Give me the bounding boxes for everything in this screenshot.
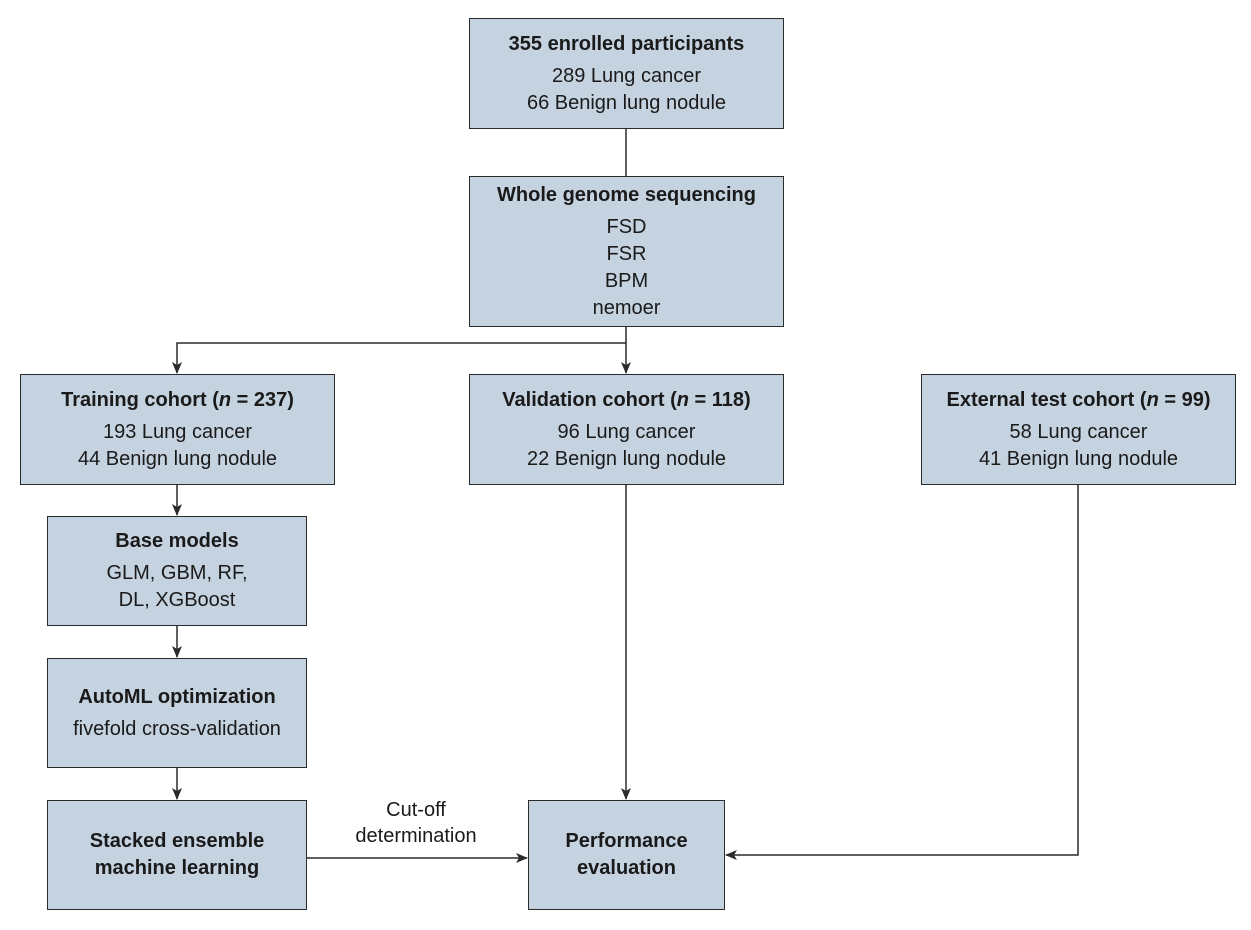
validation-benign-nodule: 22 Benign lung nodule (526, 447, 727, 470)
external-test-cohort-box: External test cohort (n = 99) 58 Lung ca… (921, 374, 1236, 485)
wgs-feature-fsd: FSD (606, 215, 647, 238)
validation-lung-cancer: 96 Lung cancer (557, 420, 696, 443)
external-title: External test cohort (n = 99) (947, 387, 1211, 414)
external-lung-cancer: 58 Lung cancer (1009, 420, 1148, 443)
validation-title: Validation cohort (n = 118) (502, 387, 750, 414)
external-title-prefix: External test cohort ( (946, 388, 1147, 411)
stacked-title-line-2: machine learning (94, 857, 260, 879)
edge-external-to-performance (725, 485, 1079, 860)
training-title-n: n (218, 388, 232, 411)
training-title-prefix: Training cohort ( (61, 388, 219, 411)
enrolled-participants-box: 355 enrolled participants 289 Lung cance… (469, 18, 784, 129)
enrolled-lung-cancer: 289 Lung cancer (551, 64, 701, 87)
stacked-title-line-1: Stacked ensemble (89, 830, 265, 852)
base-models-list-2: DL, XGBoost (118, 589, 236, 611)
validation-title-n: n (676, 388, 689, 411)
enrolled-benign-nodule: 66 Benign lung nodule (526, 91, 727, 114)
cutoff-label-line-2: determination (355, 825, 477, 847)
base-models-list-1: GLM, GBM, RF, (106, 562, 248, 584)
validation-title-suffix: = 118) (688, 388, 751, 411)
automl-title: AutoML optimization (78, 685, 276, 708)
stacked-ensemble-box: Stacked ensemble machine learning (47, 800, 307, 910)
training-cohort-box: Training cohort (n = 237) 193 Lung cance… (20, 374, 335, 485)
training-lung-cancer: 193 Lung cancer (102, 420, 252, 443)
automl-optimization-box: AutoML optimization fivefold cross-valid… (47, 658, 307, 768)
external-title-suffix: = 99) (1158, 388, 1211, 411)
wgs-box: Whole genome sequencing FSD FSR BPM nemo… (469, 176, 784, 327)
wgs-feature-nemoer: nemoer (592, 296, 661, 319)
performance-title-line-1: Performance (565, 830, 688, 852)
training-title: Training cohort (n = 237) (61, 387, 294, 414)
training-title-suffix: = 237) (231, 388, 294, 411)
performance-title-line-2: evaluation (577, 857, 676, 879)
external-benign-nodule: 41 Benign lung nodule (978, 447, 1179, 470)
validation-cohort-box: Validation cohort (n = 118) 96 Lung canc… (469, 374, 784, 485)
enrolled-title: 355 enrolled participants (508, 32, 745, 55)
wgs-feature-bpm: BPM (604, 269, 649, 292)
training-benign-nodule: 44 Benign lung nodule (77, 447, 278, 470)
performance-evaluation-box: Performance evaluation (528, 800, 725, 910)
cutoff-label-line-1: Cut-off (386, 799, 446, 821)
external-title-n: n (1146, 388, 1159, 411)
automl-cross-validation: fivefold cross-validation (73, 717, 281, 740)
edge-wgs-to-training (172, 342, 626, 374)
cutoff-determination-label: Cut-off determination (330, 797, 502, 849)
wgs-feature-fsr: FSR (606, 242, 647, 265)
base-models-title: Base models (115, 530, 239, 552)
wgs-title: Whole genome sequencing (497, 183, 756, 206)
base-models-box: Base models GLM, GBM, RF, DL, XGBoost (47, 516, 307, 626)
validation-title-prefix: Validation cohort ( (502, 388, 677, 411)
